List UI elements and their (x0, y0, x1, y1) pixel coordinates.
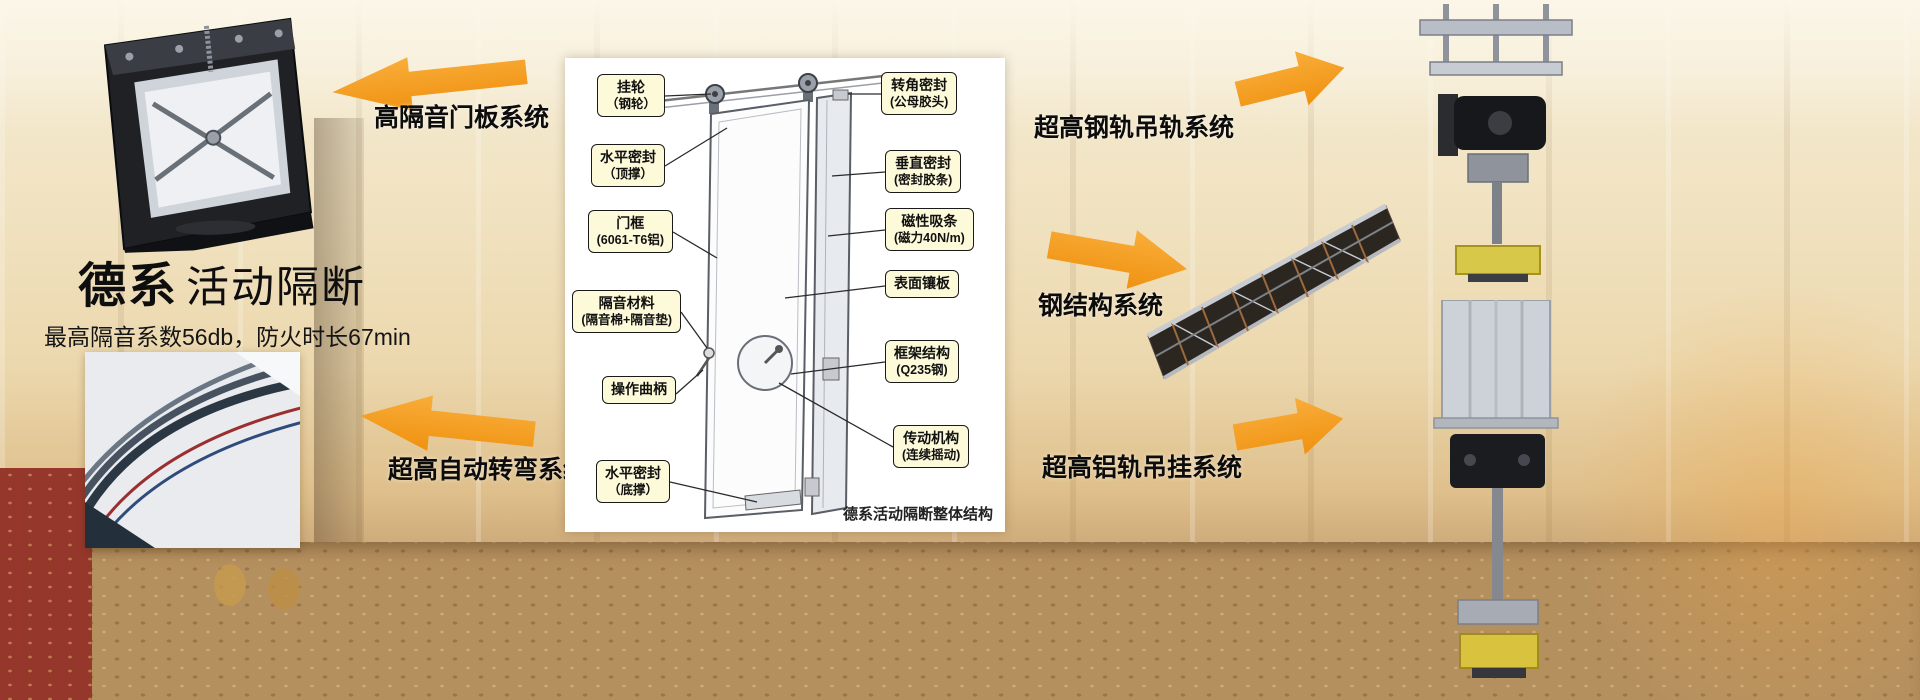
label-aluminum-rail-system: 超高铝轨吊挂系统 (1042, 454, 1243, 482)
callout-line: 挂轮 (616, 79, 645, 95)
photo-door-panel-mechanism (88, 6, 321, 263)
aluminum-rail-hanger-illustration (1433, 299, 1559, 678)
callout-frame-structure: 框架结构 (Q235钢) (885, 340, 959, 384)
callout-line: 传动机构 (903, 430, 960, 446)
callout-door-frame: 门框 (6061-T6铝) (587, 210, 673, 254)
callout-vertical-seal: 垂直密封 (密封胶条) (885, 150, 962, 194)
curved-track-illustration (65, 343, 320, 549)
callout-horizontal-seal-top: 水平密封 （顶撑） (591, 144, 665, 188)
partition-structure-drawing (649, 73, 894, 520)
callout-line: (连续摇动) (902, 447, 961, 462)
callout-line: 操作曲柄 (611, 381, 667, 397)
callout-line: 门框 (616, 215, 645, 231)
callout-line: 水平密封 (605, 465, 661, 481)
diagram-caption: 德系活动隔断整体结构 (842, 506, 993, 523)
callout-hanging-wheel: 挂轮 （钢轮） (596, 74, 665, 118)
callout-line: （钢轮） (605, 96, 656, 111)
structure-diagram-panel: 挂轮 （钢轮） 水平密封 （顶撑） 门框 (6061-T6铝) 隔音材料 (隔音… (565, 58, 1005, 532)
brand-title-light: 活动隔断 (186, 264, 367, 312)
callout-line: (隔音棉+隔音垫) (581, 312, 672, 327)
photo-aluminum-rail-hanger (1400, 299, 1590, 696)
leader-lines (664, 93, 894, 503)
label-steel-structure-system: 钢结构系统 (1038, 292, 1164, 320)
hall-red-carpet (0, 468, 92, 700)
label-auto-turn-system: 超高自动转弯系统 (388, 456, 589, 484)
hall-doorway-shadow (314, 118, 364, 543)
callout-line: 水平密封 (600, 149, 656, 165)
callout-line: （顶撑） (602, 166, 653, 181)
callout-line: 转角密封 (891, 77, 948, 93)
callout-line: 磁性吸条 (901, 213, 958, 229)
callout-line: 隔音材料 (598, 295, 655, 311)
brand-title: 德系活动隔断 (78, 246, 366, 316)
photo-curved-track (65, 343, 320, 549)
callout-horizontal-seal-bottom: 水平密封 （底撑） (596, 460, 670, 504)
callout-line: (6061-T6铝) (596, 232, 664, 247)
callout-line: (密封胶条) (894, 172, 953, 187)
callout-line: （底撑） (607, 482, 658, 497)
callout-line: 表面镶板 (894, 275, 950, 291)
steel-rail-hanger-illustration (1419, 4, 1573, 282)
photo-steel-structure (1146, 188, 1402, 380)
callout-corner-seal: 转角密封 (公母胶头) (881, 72, 958, 116)
steel-structure-illustration (1146, 203, 1402, 380)
brand-subtitle: 最高隔音系数56db，防火时长67min (44, 324, 411, 350)
callout-operating-crank: 操作曲柄 (602, 376, 676, 404)
chairs-silhouette (200, 545, 330, 625)
callout-line: 垂直密封 (895, 155, 952, 171)
callout-transmission-mechanism: 传动机构 (连续摇动) (893, 425, 970, 469)
photo-steel-rail-hanger (1398, 4, 1593, 289)
hall-warm-glow (1570, 280, 1920, 700)
label-steel-rail-system: 超高钢轨吊轨系统 (1034, 114, 1235, 142)
callout-surface-panel: 表面镶板 (885, 270, 959, 298)
label-door-panel-system: 高隔音门板系统 (374, 104, 550, 132)
callout-line: (磁力40N/m) (894, 230, 965, 245)
brand-title-strong: 德系 (78, 260, 179, 313)
door-mechanism-illustration (103, 17, 314, 263)
callout-line: (公母胶头) (890, 94, 949, 109)
callout-magnetic-strip: 磁性吸条 (磁力40N/m) (885, 208, 974, 252)
callout-line: (Q235钢) (896, 362, 948, 377)
callout-sound-insulation-material: 隔音材料 (隔音棉+隔音垫) (572, 290, 681, 334)
callout-line: 框架结构 (894, 345, 950, 361)
